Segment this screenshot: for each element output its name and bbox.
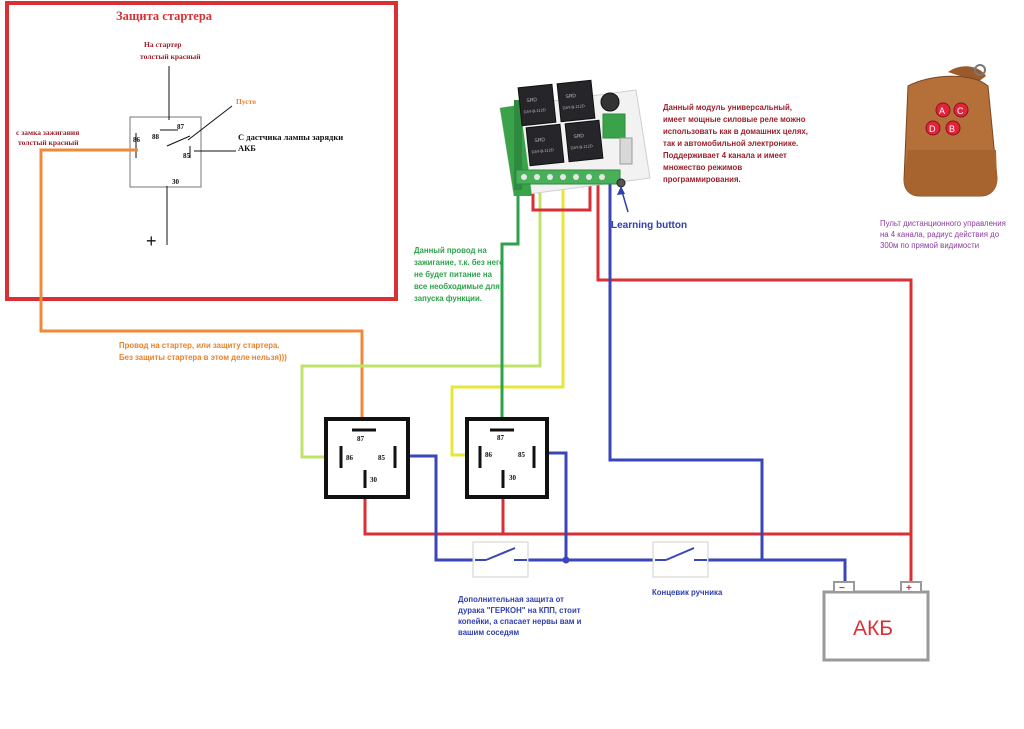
module-relay-3 bbox=[525, 123, 565, 167]
module-description: Данный модуль универсальный, имеет мощны… bbox=[663, 103, 808, 184]
wire-blue-relay1-85 bbox=[392, 454, 478, 562]
inset-pin-88: 88 bbox=[152, 133, 160, 141]
battery-minus-sign: − bbox=[839, 583, 845, 594]
inset-to-starter-1: На стартер bbox=[144, 40, 182, 49]
green-wire-note: Данный провод на зажигание, т.к. без нег… bbox=[414, 246, 504, 303]
remote-label-d: D bbox=[929, 124, 936, 134]
learning-button-arrowhead bbox=[617, 186, 625, 195]
learning-button-label: Learning button bbox=[611, 220, 687, 231]
inset-pin-87: 87 bbox=[177, 123, 185, 131]
module-relay-sub-4: DAY-B-112D bbox=[570, 143, 593, 150]
module-terminal-block bbox=[515, 169, 621, 185]
battery-label: АКБ bbox=[853, 617, 893, 640]
inset-sensor-2: АКБ bbox=[238, 143, 256, 153]
relay-module-board: SRD DAY-B-112D SRD DAY-B-112D SRD DAY-B-… bbox=[499, 79, 651, 197]
remote-button-a[interactable] bbox=[935, 102, 951, 118]
relay1-pin-86: 86 bbox=[346, 454, 354, 462]
module-inductor bbox=[600, 92, 620, 112]
module-relay-label-1: SRD bbox=[526, 97, 538, 104]
relay1-pin-30: 30 bbox=[370, 476, 378, 484]
relay1-pin-87: 87 bbox=[357, 435, 365, 443]
battery-plus-sign: + bbox=[906, 583, 912, 594]
wire-yellow bbox=[450, 178, 565, 457]
reed-switch-note: Дополнительная защита от дурака "ГЕРКОН"… bbox=[458, 595, 582, 637]
wire-blue-to-battery bbox=[706, 558, 847, 582]
wire-red-relay-bus bbox=[363, 483, 911, 536]
module-relay-label-4: SRD bbox=[573, 133, 585, 140]
wire-blue-module bbox=[608, 178, 764, 560]
inset-frame bbox=[5, 1, 398, 301]
wire-light-green bbox=[300, 178, 542, 459]
handbrake-switch-contact bbox=[665, 547, 695, 561]
reed-switch-contact bbox=[485, 547, 516, 561]
inset-wire-empty bbox=[187, 105, 233, 141]
wire-red-main bbox=[596, 178, 913, 582]
inset-pin-30: 30 bbox=[172, 178, 180, 186]
relay1-pin-85: 85 bbox=[378, 454, 386, 462]
remote-fob: A C D B bbox=[903, 64, 998, 197]
remote-button-b[interactable] bbox=[945, 120, 961, 136]
remote-label-a: A bbox=[939, 106, 945, 116]
module-relay-label-3: SRD bbox=[534, 137, 546, 144]
battery-plus-terminal bbox=[900, 581, 922, 593]
module-relay-2 bbox=[556, 79, 596, 123]
inset-sensor-1: С дастчика лампы зарядки bbox=[238, 132, 343, 142]
inset-from-ignition-2: толстый красный bbox=[18, 138, 79, 147]
inset-title: Защита стартера bbox=[116, 9, 213, 23]
blue-junction bbox=[562, 556, 570, 564]
module-relay-4 bbox=[564, 119, 604, 163]
module-relay-1 bbox=[517, 83, 557, 127]
inset-plus-sign: + bbox=[146, 231, 157, 251]
remote-button-c[interactable] bbox=[953, 102, 969, 118]
inset-switch-arm bbox=[166, 135, 191, 147]
battery-body bbox=[822, 590, 930, 662]
wire-green bbox=[500, 178, 520, 430]
handbrake-switch-note: Концевик ручника bbox=[652, 588, 723, 597]
inset-pin-85: 85 bbox=[183, 152, 191, 160]
wire-red-module-power bbox=[531, 178, 592, 212]
module-relay-sub-3: DAY-B-112D bbox=[531, 147, 554, 154]
remote-label-c: C bbox=[957, 106, 964, 116]
relay2-pin-87: 87 bbox=[497, 434, 505, 442]
module-relay-sub-1: DAY-B-112D bbox=[523, 107, 546, 114]
remote-label-b: B bbox=[949, 124, 955, 134]
relay2-pin-30: 30 bbox=[509, 474, 517, 482]
module-relay-label-2: SRD bbox=[565, 93, 577, 100]
module-relay-sub-2: DAY-B-112D bbox=[562, 103, 585, 110]
orange-wire-note: Провод на стартер, или защиту стартера. … bbox=[119, 341, 287, 362]
remote-description: Пульт дистанционного управления на 4 кан… bbox=[880, 219, 1006, 250]
inset-pin-86: 86 bbox=[133, 136, 141, 144]
inset-empty-label: Пусто bbox=[236, 97, 256, 106]
inset-from-ignition-1: с замка зажигания bbox=[16, 128, 79, 137]
relay2-pin-85: 85 bbox=[518, 451, 526, 459]
inset-relay-box bbox=[129, 116, 202, 188]
wire-orange bbox=[39, 148, 364, 430]
remote-button-d[interactable] bbox=[925, 120, 941, 136]
inset-to-starter-2: толстый красный bbox=[140, 52, 201, 61]
learning-button[interactable] bbox=[616, 178, 626, 188]
battery-minus-terminal bbox=[833, 581, 855, 593]
relay2-pin-86: 86 bbox=[485, 451, 493, 459]
